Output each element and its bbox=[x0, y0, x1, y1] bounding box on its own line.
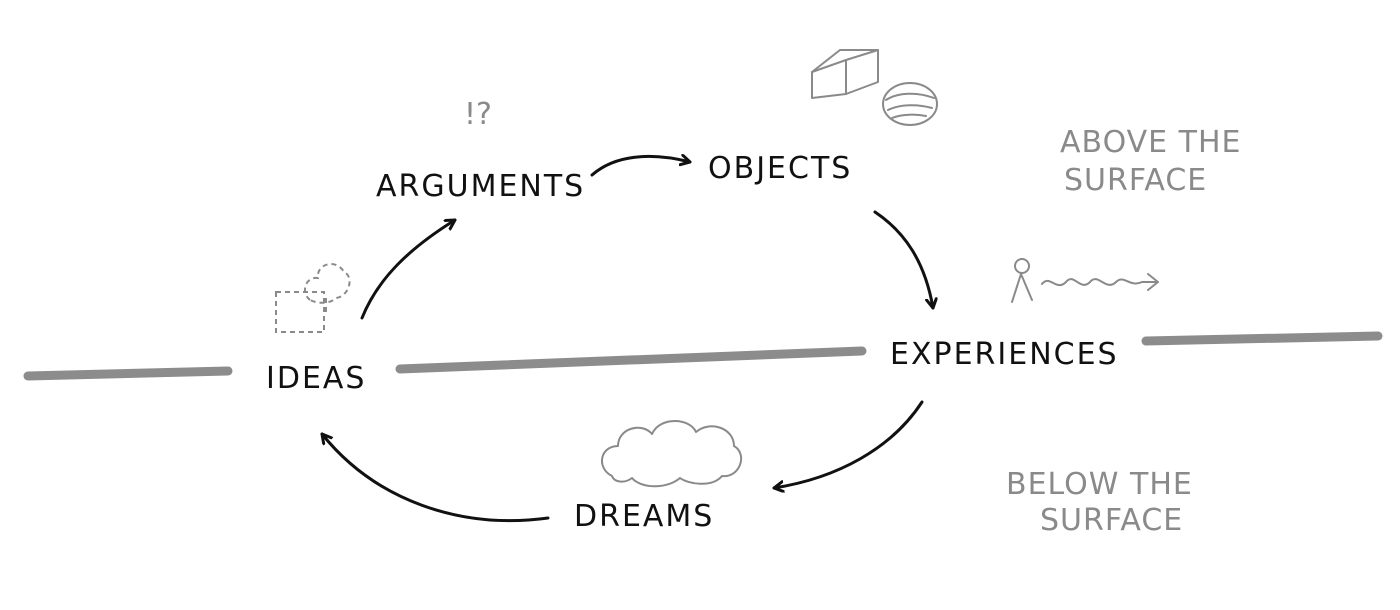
arrow-experiences-to-dreams bbox=[774, 402, 922, 488]
node-arguments: ARGUMENTS bbox=[376, 169, 585, 204]
region-below-surface: BELOW THE SURFACE bbox=[1006, 467, 1193, 538]
surface-line-right bbox=[1146, 336, 1378, 341]
node-objects: OBJECTS bbox=[708, 151, 852, 186]
node-experiences: EXPERIENCES bbox=[890, 337, 1119, 372]
region-above-line1: ABOVE THE bbox=[1060, 125, 1242, 160]
region-below-line2: SURFACE bbox=[1040, 503, 1183, 538]
dashed-box-icon bbox=[276, 292, 324, 332]
sphere-icon bbox=[883, 83, 937, 125]
walking-person-icon bbox=[1012, 259, 1158, 302]
dashed-tree-icon bbox=[305, 264, 350, 312]
box-icon bbox=[812, 50, 878, 98]
exclamation-question-mark: !? bbox=[464, 97, 492, 132]
dashed-box-and-tree-icon bbox=[276, 264, 350, 332]
arrow-objects-to-experiences bbox=[875, 212, 933, 308]
surface-line-left bbox=[28, 371, 228, 376]
region-above-line2: SURFACE bbox=[1064, 163, 1207, 198]
arrow-arguments-to-objects bbox=[592, 156, 690, 175]
cloud-icon bbox=[602, 421, 741, 486]
surface-line-middle bbox=[400, 351, 862, 369]
region-below-line1: BELOW THE bbox=[1006, 467, 1193, 502]
region-above-surface: ABOVE THE SURFACE bbox=[1060, 125, 1242, 198]
surface-line bbox=[28, 336, 1378, 376]
cycle-arrows bbox=[322, 156, 933, 520]
node-dreams: DREAMS bbox=[574, 499, 714, 534]
box-and-sphere-icon bbox=[812, 50, 937, 125]
node-ideas: IDEAS bbox=[266, 361, 366, 396]
arrow-ideas-to-arguments bbox=[362, 220, 455, 318]
arrow-dreams-to-ideas bbox=[322, 434, 548, 521]
